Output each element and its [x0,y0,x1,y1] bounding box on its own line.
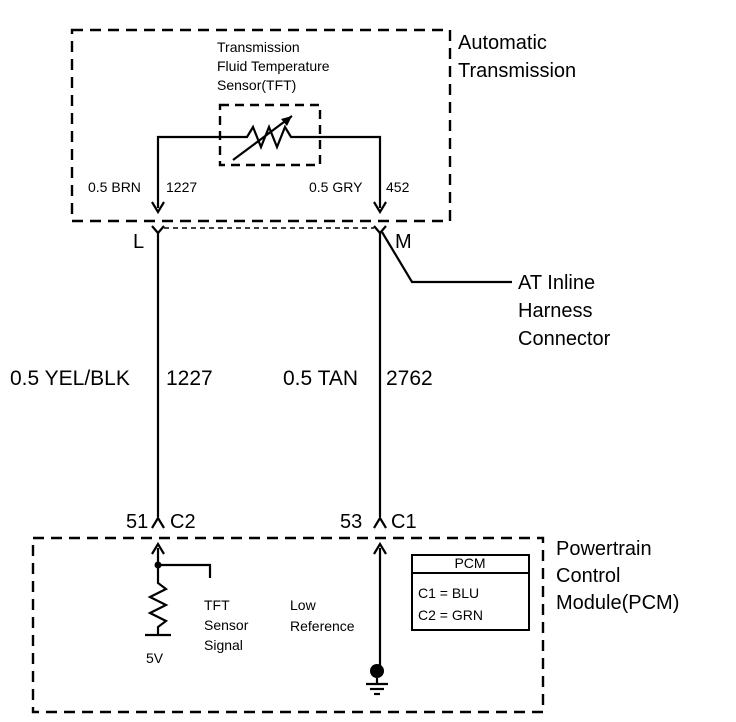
ground-icon [366,678,388,696]
pcm-connector-left [151,515,165,529]
left-wire-color: 0.5 BRN [88,179,141,195]
transmission-title-line2: Transmission [458,60,576,82]
pcm-boundary [31,536,545,714]
transmission-boundary [70,28,452,223]
connector-leader-line [381,231,512,284]
sensor-label-line3: Sensor(TFT) [217,77,296,93]
connector-pin-l: L [133,231,144,253]
pcm-connector-c2: C2 [170,511,196,533]
legend-row-c1: C1 = BLU [418,585,479,601]
pcm-connector-right [373,515,387,529]
inline-connector-right [373,225,387,235]
connector-label-line3: Connector [518,328,611,350]
tft-signal-line1: TFT [204,597,230,613]
sensor-wire-right [310,135,382,208]
sensor-label-line2: Fluid Temperature [217,58,330,74]
supply-5v: 5V [146,650,164,666]
pcm-ref-arrow [373,541,387,555]
sensor-wire-left [156,135,230,208]
arrow-left-pin [151,201,165,215]
harness-left-wire-circuit: 1227 [166,367,213,390]
right-wire-circuit: 452 [386,179,410,195]
pcm-signal-arrow [151,541,165,555]
pcm-title-line2: Control [556,565,620,587]
connector-label-line2: Harness [518,300,592,322]
low-reference-line1: Low [290,597,317,613]
pcm-signal-tap [158,563,212,578]
legend-title: PCM [454,555,485,571]
inline-connector-left [151,225,165,235]
harness-right-wire-color: 0.5 TAN [283,367,358,390]
transmission-title-line1: Automatic [458,32,547,54]
connector-pin-m: M [395,231,412,253]
sensor-boundary [218,103,322,167]
pcm-title-line1: Powertrain [556,538,652,560]
arrow-right-pin [373,201,387,215]
ground-node [370,664,384,678]
connector-label-line1: AT Inline [518,272,595,294]
right-wire-color: 0.5 GRY [309,179,363,195]
left-wire-circuit: 1227 [166,179,197,195]
tft-signal-line3: Signal [204,637,243,653]
low-reference-line2: Reference [290,618,355,634]
sensor-label-line1: Transmission [217,39,300,55]
pullup-resistor [147,578,169,635]
pcm-legend: PCM C1 = BLU C2 = GRN [411,554,530,631]
pcm-pin-53: 53 [340,511,362,533]
tft-signal-line2: Sensor [204,617,249,633]
thermistor-symbol [230,115,310,161]
pcm-title-line3: Module(PCM) [556,592,679,614]
harness-left-wire-color: 0.5 YEL/BLK [10,367,130,390]
legend-row-c2: C2 = GRN [418,607,483,623]
pcm-connector-c1: C1 [391,511,417,533]
harness-right-wire-circuit: 2762 [386,367,433,390]
pcm-pin-51: 51 [126,511,148,533]
